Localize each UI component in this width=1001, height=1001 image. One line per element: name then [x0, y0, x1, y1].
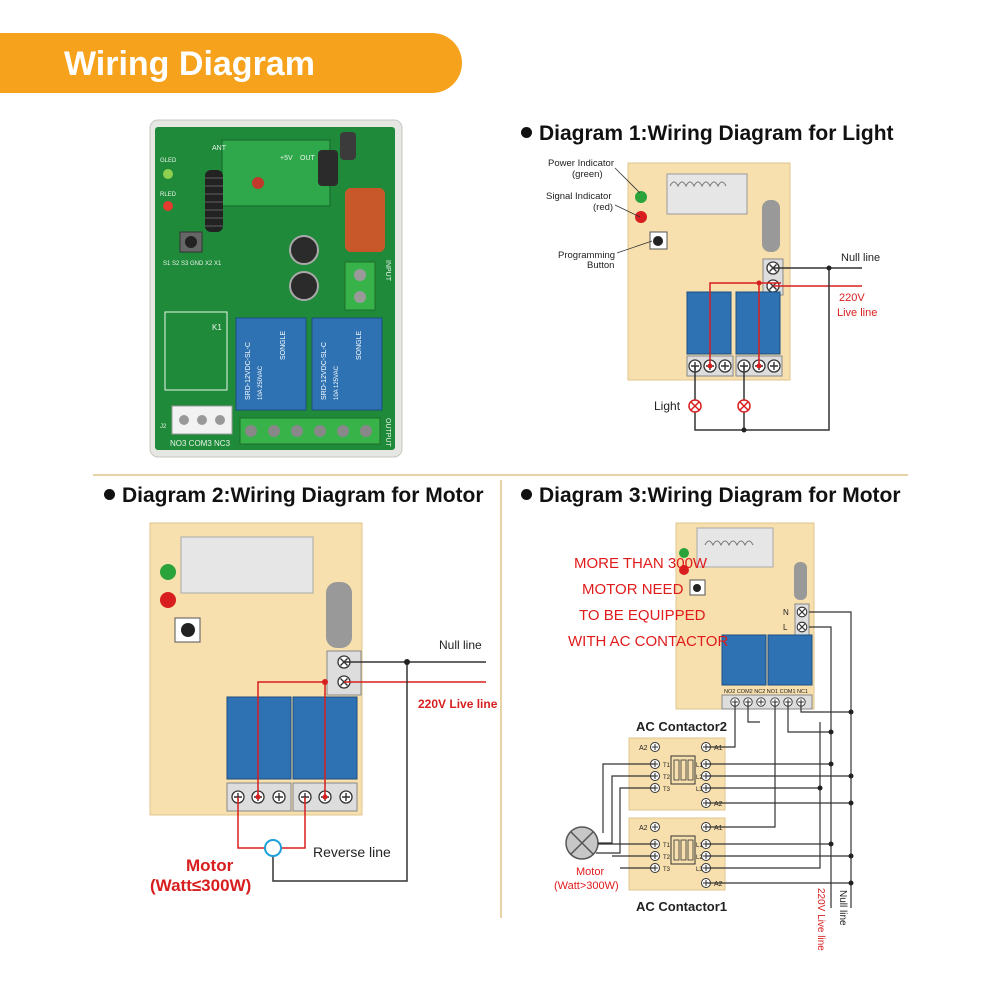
d3-c2-t3: T3	[663, 787, 671, 793]
pcb-relay-2: SRD-12VDC-SL-C 10A 250VAC SONGLE	[235, 317, 307, 411]
pcb-green-led	[163, 169, 173, 179]
d1-programming-sub: Button	[587, 260, 614, 271]
bullet-icon	[521, 488, 532, 500]
antenna-coil	[205, 170, 223, 232]
d3-c1-a2: A2	[639, 825, 648, 832]
d3-warning-line4: WITH AC CONTACTOR	[568, 633, 728, 650]
d3-motor-label: Motor	[576, 866, 604, 878]
pcb-silk-ant: ANT	[212, 145, 227, 152]
d3-c2-a1: A1	[714, 745, 723, 752]
pcb-silk-input: INPUT	[384, 260, 391, 282]
pcb-silk-rled: RLED	[160, 192, 177, 198]
pcb-relay-rating: 10A 125VAC	[334, 365, 340, 400]
pcb-silk-j2: J2	[160, 424, 167, 430]
pcb-relay-brand: SONGLE	[356, 330, 363, 360]
bullet-icon	[104, 488, 115, 500]
diagram2-title: Diagram 2:Wiring Diagram for Motor	[122, 484, 484, 507]
pcb-relay-brand: SONGLE	[280, 330, 287, 360]
pcb-relay-rating: 10A 250VAC	[258, 365, 264, 400]
d1-signal-led	[635, 211, 647, 223]
d3-c2-t1: T1	[663, 763, 671, 769]
d1-power-led	[635, 191, 647, 203]
pcb-photo: +5V OUT ANT GLED RLED S1 S2 S3 GND X2 X1…	[149, 119, 403, 458]
d2-signal-led	[160, 592, 176, 608]
section-banner: Wiring Diagram	[0, 33, 462, 93]
d3-c2-l3: L3	[696, 787, 703, 793]
d3-c2-t2: T2	[663, 775, 671, 781]
d3-c2-a2b: A2	[714, 801, 723, 808]
d3-live-line-label: 220V Live line	[815, 888, 826, 951]
d3-power-led	[679, 548, 689, 558]
d3-c2-a2: A2	[639, 745, 648, 752]
d3-warning-line1: MORE THAN 300W	[574, 555, 708, 572]
d1-light-2-icon	[737, 399, 751, 413]
diagram3: N L NO2 COM2 NC2 NO1 COM1 NC1 MORE THAN …	[554, 522, 854, 951]
bullet-icon	[521, 126, 532, 138]
d1-light-label: Light	[654, 399, 681, 413]
diagram3-title: Diagram 3:Wiring Diagram for Motor	[539, 484, 901, 507]
d1-light-1-icon	[688, 399, 702, 413]
d2-programming-button	[181, 623, 195, 637]
diagram2-heading: Diagram 2:Wiring Diagram for Motor	[104, 484, 484, 508]
d1-programming-button	[653, 236, 663, 246]
d2-live-line-label: 220V Live line	[418, 697, 498, 711]
d3-warning-line3: TO BE EQUIPPED	[579, 607, 706, 624]
diagram1-title: Diagram 1:Wiring Diagram for Light	[539, 122, 894, 145]
d3-c1-a2b: A2	[714, 881, 723, 888]
d3-c1-t1: T1	[663, 843, 671, 849]
d2-reverse-line-label: Reverse line	[313, 844, 391, 860]
pcb-silk-out: OUT	[300, 155, 316, 162]
pcb-relay-1: SRD-12VDC-SL-C 10A 125VAC SONGLE	[311, 317, 383, 411]
d3-motor-watt: (Watt>300W)	[554, 880, 619, 892]
d3-warning-line2: MOTOR NEED	[582, 581, 684, 598]
pcb-relay-model: SRD-12VDC-SL-C	[321, 342, 328, 400]
d3-contactor2-label: AC Contactor2	[636, 719, 727, 734]
d2-motor-watt: (Watt≤300W)	[150, 876, 251, 895]
pcb-silk-gled: GLED	[160, 158, 177, 164]
d1-power-indicator-label: Power Indicator	[548, 158, 614, 169]
d2-null-line-label: Null line	[439, 638, 482, 652]
d3-c1-l2: L2	[696, 855, 703, 861]
d1-programming-label: Programming	[558, 250, 615, 261]
pcb-silk-5v: +5V	[280, 155, 293, 162]
d3-l-label: L	[783, 623, 788, 632]
d3-c1-t2: T2	[663, 855, 671, 861]
d3-c2-l1: L1	[696, 763, 703, 769]
diagram1-heading: Diagram 1:Wiring Diagram for Light	[521, 122, 894, 146]
d3-c1-l3: L3	[696, 867, 703, 873]
d1-power-indicator-sub: (green)	[572, 169, 603, 180]
d3-c1-t3: T3	[663, 867, 671, 873]
diagram3-heading: Diagram 3:Wiring Diagram for Motor	[521, 484, 901, 508]
d3-terminals-label: NO2 COM2 NC2 NO1 COM1 NC1	[724, 689, 808, 695]
d3-n-label: N	[783, 608, 789, 617]
banner-title: Wiring Diagram	[64, 45, 315, 83]
d1-signal-indicator-sub: (red)	[593, 202, 613, 213]
d1-live-line-label: Live line	[837, 307, 877, 319]
d3-null-line-label: Null line	[837, 890, 848, 926]
pcb-relay-model: SRD-12VDC-SL-C	[245, 342, 252, 400]
d1-live-220-label: 220V	[839, 292, 865, 304]
pcb-silk-output: OUTPUT	[384, 418, 391, 448]
d1-signal-indicator-label: Signal Indicator	[546, 191, 611, 202]
d3-signal-led	[679, 565, 689, 575]
pcb-silk-k1: K1	[212, 323, 222, 332]
d3-c2-l2: L2	[696, 775, 703, 781]
d3-c1-a1: A1	[714, 825, 723, 832]
pcb-terminal-labels: NO3 COM3 NC3	[170, 439, 231, 448]
pcb-red-led	[163, 201, 173, 211]
diagram1: Power Indicator (green) Signal Indicator…	[546, 158, 880, 433]
d1-null-line-label: Null line	[841, 252, 880, 264]
d3-contactor1-label: AC Contactor1	[636, 899, 727, 914]
d2-power-led	[160, 564, 176, 580]
d2-motor-label: Motor	[186, 856, 234, 875]
d3-c1-l1: L1	[696, 843, 703, 849]
pcb-silk-pins: S1 S2 S3 GND X2 X1	[163, 261, 222, 267]
d2-motor-icon	[264, 839, 282, 857]
diagram2: Null line 220V Live line Reverse line Mo…	[149, 522, 498, 895]
